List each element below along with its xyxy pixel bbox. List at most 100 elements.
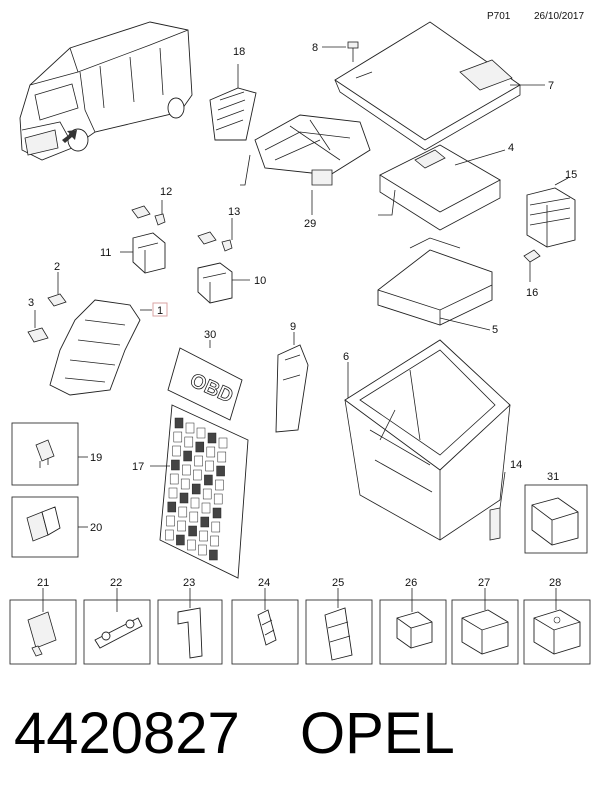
part-16-terminal: [523, 249, 541, 282]
callout-17: 17: [132, 461, 144, 473]
part-23-bracket: [177, 588, 203, 659]
fuse-slot: [202, 488, 212, 500]
part-21-fuse: [27, 588, 57, 657]
fuse-slot: [206, 446, 216, 458]
callout-1: 1: [157, 305, 163, 317]
callout-13: 13: [228, 206, 240, 218]
fuse-slot: [172, 445, 181, 457]
fuse-slot: [189, 511, 199, 523]
callout-1-frame: [152, 302, 168, 317]
van-illustration: [19, 21, 193, 161]
fuse-slot: [182, 464, 191, 476]
fuse-slot: [218, 437, 228, 449]
callout-28: 28: [549, 577, 561, 589]
fuse-slot: [193, 469, 202, 481]
part-15-connector: [526, 177, 576, 248]
callout-23: 23: [183, 577, 195, 589]
fuse-slot: [200, 516, 210, 528]
part-28-relay: [533, 588, 581, 655]
fuse-slot: [217, 451, 227, 463]
callout-16: 16: [526, 287, 538, 299]
fuse-slot: [171, 459, 180, 471]
part-26-relay: [396, 588, 433, 649]
part-14-strip: [489, 471, 506, 541]
callout-6: 6: [343, 351, 349, 363]
part-6-fuse-box: [344, 339, 511, 541]
part-18-fuse-card: [209, 64, 257, 141]
part-4-module: [378, 144, 506, 231]
callout-12: 12: [160, 186, 172, 198]
callout-26: 26: [405, 577, 417, 589]
fuse-slot: [207, 432, 217, 444]
fuse-slot: [204, 474, 213, 486]
callout-30: 30: [204, 329, 216, 341]
fuse-slot: [176, 534, 185, 546]
callout-11: 11: [100, 247, 111, 259]
fuse-slot: [180, 478, 190, 490]
part-12-terminal: [131, 200, 166, 226]
fuse-slot: [191, 483, 201, 495]
diagram-ref: P701: [487, 11, 511, 22]
part-5-lower-cover: [377, 237, 493, 331]
callout-2: 2: [54, 261, 60, 273]
diagram-date: 26/10/2017: [534, 11, 584, 22]
fuse-slot: [198, 544, 207, 556]
callout-3: 3: [28, 297, 34, 309]
part-31-relay: [531, 497, 579, 546]
callout-29: 29: [304, 218, 316, 230]
callout-27: 27: [478, 577, 490, 589]
part-20-fuse: [26, 506, 88, 542]
part-number: 4420827: [14, 701, 240, 766]
part-9-bracket: [275, 332, 309, 433]
fuse-slot: [211, 521, 221, 533]
part-1-harness: [49, 299, 152, 396]
fuse-slot: [196, 427, 206, 439]
callout-18: 18: [233, 46, 245, 58]
callout-20: 20: [90, 522, 102, 534]
fuse-slot: [209, 549, 218, 561]
callout-31: 31: [547, 471, 559, 483]
fuse-slot: [201, 502, 211, 514]
fuse-slot: [213, 493, 223, 505]
callout-9: 9: [290, 321, 296, 333]
fuse-slot: [173, 431, 183, 443]
fuse-slot: [179, 492, 189, 504]
fuse-slot: [199, 530, 208, 542]
fuse-slot: [212, 507, 222, 519]
fuse-slot: [187, 539, 196, 551]
fuse-slot: [177, 520, 186, 532]
fuse-slot: [190, 497, 200, 509]
part-30-obd-plate: OBD: [167, 340, 243, 421]
callout-14: 14: [510, 459, 522, 471]
fuse-slot: [188, 525, 197, 537]
fuse-slot: [216, 465, 225, 477]
callout-22: 22: [110, 577, 122, 589]
part-8-screw: [322, 41, 359, 62]
callout-8: 8: [312, 42, 318, 54]
part-22-strip-fuse: [94, 588, 143, 649]
fuse-slot: [184, 436, 194, 448]
callout-19: 19: [90, 452, 102, 464]
callout-5: 5: [492, 324, 498, 336]
fuse-slot: [215, 479, 224, 491]
fuse-slot: [165, 529, 174, 541]
part-17-fuse-label: [150, 404, 249, 579]
fuse-slot: [183, 450, 192, 462]
callout-21: 21: [37, 577, 49, 589]
bottom-row: [9, 588, 591, 665]
callout-25: 25: [332, 577, 344, 589]
callout-15: 15: [565, 169, 577, 181]
fuse-slot: [166, 515, 175, 527]
fuse-slot: [185, 422, 195, 434]
part-24-connector: [257, 588, 277, 646]
part-13-terminal: [197, 218, 233, 252]
callout-24: 24: [258, 577, 270, 589]
fuse-slot: [169, 473, 179, 485]
fuse-slot: [167, 501, 177, 513]
fuse-slot: [168, 487, 178, 499]
part-19-fuse: [35, 439, 88, 468]
fuse-slot: [195, 441, 205, 453]
callout-10: 10: [254, 275, 266, 287]
fuse-slot: [205, 460, 214, 472]
